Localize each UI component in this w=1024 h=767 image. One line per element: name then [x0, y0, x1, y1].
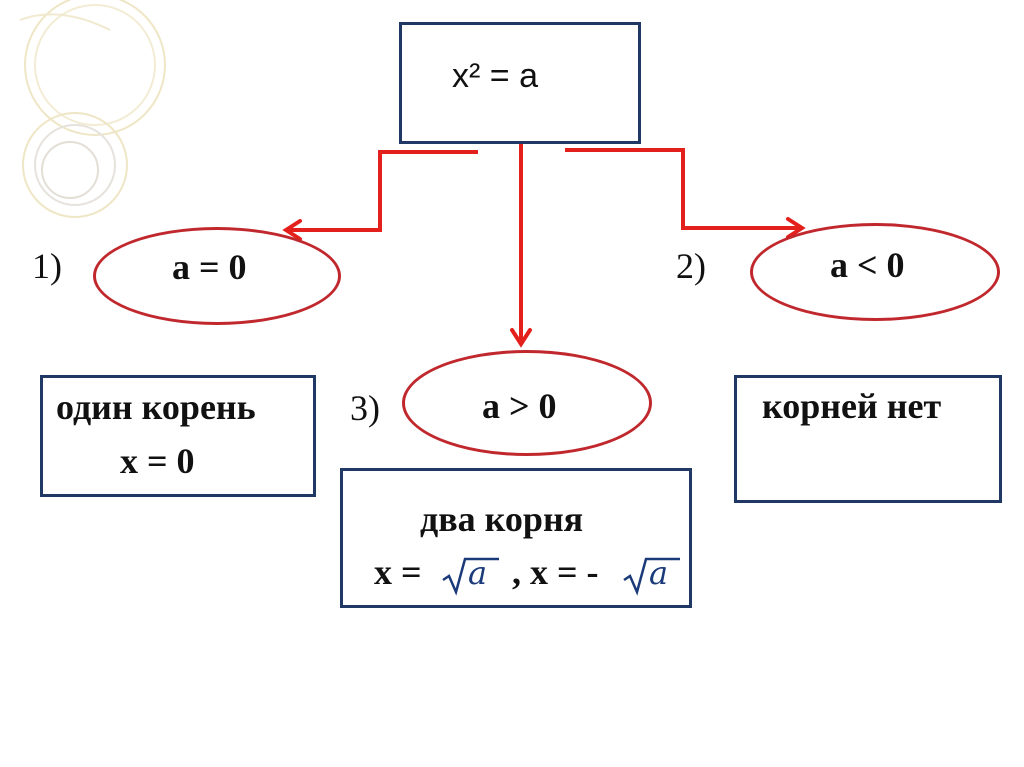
sqrt-radicand-2: a: [649, 554, 669, 592]
case2-condition: a < 0: [830, 245, 905, 285]
case3-condition: a > 0: [482, 386, 557, 426]
case1-result-box: [40, 375, 316, 497]
case2-result-line1: корней нет: [762, 386, 942, 426]
arrowhead-middle: [510, 328, 532, 348]
case3-ellipse: [402, 350, 652, 456]
case1-ellipse: [93, 227, 341, 325]
case1-result-line2: x = 0: [120, 441, 195, 481]
arrowhead-left: [282, 219, 302, 241]
case2-number: 2): [676, 246, 706, 286]
sqrt-symbol-1: [442, 557, 499, 596]
case3-result-line1: два корня: [420, 499, 584, 539]
case1-condition: a = 0: [172, 247, 247, 287]
case2-ellipse: [750, 223, 1000, 321]
arrow-left: [288, 150, 478, 232]
case2-result-box: [734, 375, 1002, 503]
case1-result-line1: один корень: [56, 387, 256, 427]
case1-number: 1): [32, 246, 62, 286]
case3-number: 3): [350, 388, 380, 428]
sqrt-symbol-2: [623, 557, 680, 596]
case3-result-x1: x =: [374, 552, 422, 592]
sqrt-radicand-1: a: [468, 554, 488, 592]
case3-result-sep: , x = -: [512, 552, 599, 592]
equation-box: x² = a: [399, 22, 641, 144]
arrow-right: [565, 148, 800, 230]
equation-text: x² = a: [452, 57, 538, 95]
